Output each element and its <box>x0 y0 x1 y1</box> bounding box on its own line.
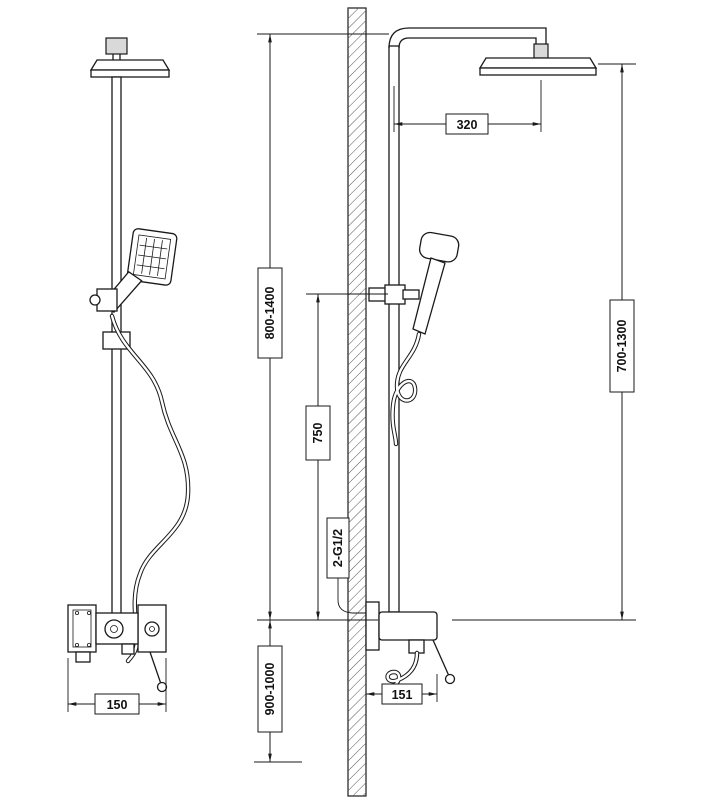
head-connector-side <box>533 43 549 59</box>
shower-hose-side <box>390 331 422 447</box>
dim-700-1300-label: 700-1300 <box>615 320 629 373</box>
lever-handle-front <box>149 651 162 685</box>
dim-150: 150 <box>67 658 167 715</box>
callout-2-g12: 2-G1/2 <box>326 517 366 614</box>
hand-shower-front <box>89 228 178 350</box>
dim-700-1300: 700-1300 <box>452 63 636 621</box>
slider-clamp-side <box>384 284 406 305</box>
overhead-shower-front <box>89 37 171 78</box>
dim-151-label: 151 <box>392 688 413 702</box>
spout-front <box>75 651 91 663</box>
lever-handle-side <box>432 639 450 677</box>
dimensions: 320 800-1400 750 700-1300 2-G1/2 <box>67 33 636 763</box>
callout-2-g12-label: 2-G1/2 <box>331 529 345 567</box>
dim-900-1000-label: 900-1000 <box>263 663 277 716</box>
hand-shower-side <box>368 231 460 335</box>
dim-150-label: 150 <box>107 698 128 712</box>
dim-750-label: 750 <box>311 423 325 444</box>
mixer-front <box>67 604 168 693</box>
hose-connector-front <box>121 643 135 655</box>
dim-900-1000: 900-1000 <box>257 620 283 762</box>
escutcheon-side <box>365 601 380 651</box>
wall-bracket-side <box>368 287 388 302</box>
wall-section <box>347 7 367 797</box>
dim-750: 750 <box>305 293 388 620</box>
dim-800-1400-label: 800-1400 <box>263 287 277 340</box>
diverter-knob-front <box>104 619 124 639</box>
overhead-shower-side <box>478 57 598 76</box>
side-view <box>347 7 598 797</box>
mixer-side <box>365 601 456 689</box>
dim-151: 151 <box>365 656 438 705</box>
front-view <box>67 37 191 693</box>
dim-800-1400: 800-1400 <box>257 34 283 620</box>
dim-320: 320 <box>393 80 542 135</box>
dim-320-label: 320 <box>457 118 478 132</box>
